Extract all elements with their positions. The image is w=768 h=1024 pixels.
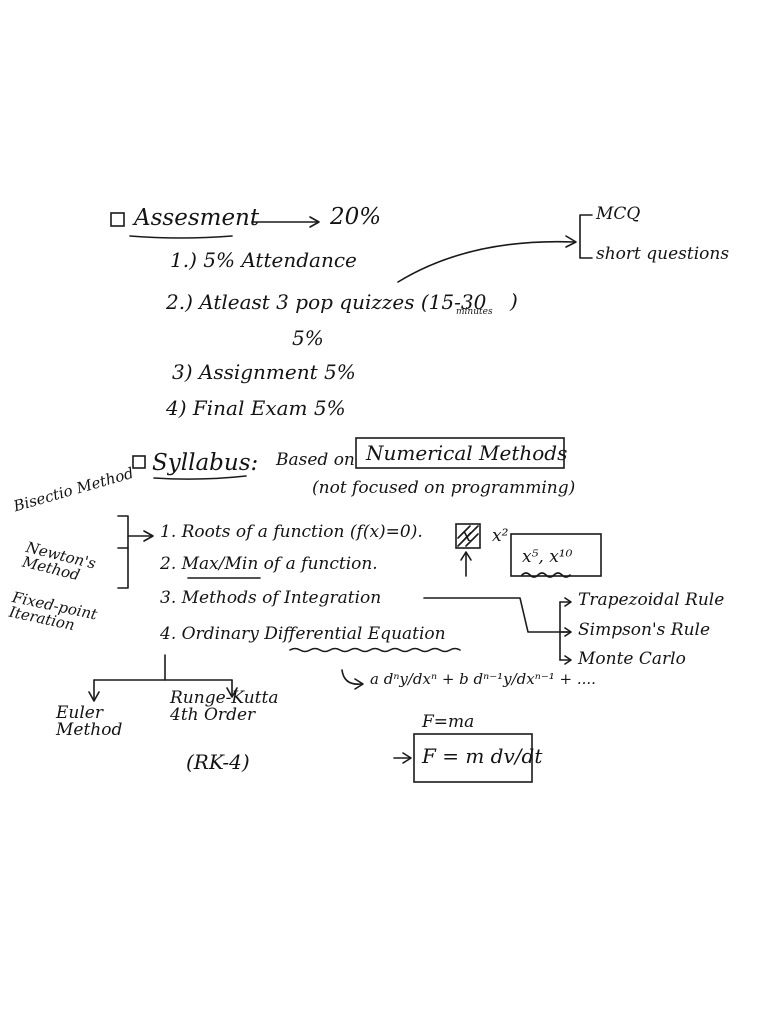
example-x: x: [462, 526, 472, 546]
assessment-quizzes-unit: minutes: [456, 307, 493, 317]
example-powers: x⁵, x¹⁰: [522, 547, 573, 567]
assessment-item-attendance: 1.) 5% Attendance: [170, 248, 357, 272]
quiz-type-short: short questions: [596, 244, 730, 264]
newton-short: F=ma: [422, 712, 475, 732]
topic-max-min: 2. Max/Min of a function.: [160, 554, 378, 574]
topic-integration: 3. Methods of Integration: [160, 588, 382, 608]
quiz-type-mcq: MCQ: [596, 204, 641, 224]
paren-close: ): [510, 289, 518, 313]
ode-expression: a dⁿy/dxⁿ + b dⁿ⁻¹y/dxⁿ⁻¹ + ....: [370, 670, 596, 688]
integration-simpson: Simpson's Rule: [578, 620, 711, 640]
ode-method-rk4: (RK-4): [186, 750, 250, 774]
assessment-heading: Assesment: [134, 205, 260, 231]
example-x-squared: x²: [492, 526, 509, 546]
ode-method-euler: Euler Method: [56, 703, 123, 740]
integration-trapezoidal: Trapezoidal Rule: [578, 590, 725, 610]
ode-method-runge-kutta: Runge-Kutta 4th Order: [170, 688, 279, 725]
newton-full: F = m dv/dt: [422, 744, 543, 768]
syllabus-note: (not focused on programming): [312, 478, 576, 498]
assessment-item-quizzes: 2.) Atleast 3 pop quizzes (15-30: [166, 290, 487, 314]
integration-monte-carlo: Monte Carlo: [578, 649, 686, 669]
syllabus-heading: Syllabus:: [152, 450, 259, 476]
topic-ode: 4. Ordinary Differential Equation: [160, 624, 446, 644]
assessment-item-final: 4) Final Exam 5%: [166, 396, 346, 420]
assessment-total: 20%: [330, 204, 382, 230]
assessment-item-assignment: 3) Assignment 5%: [172, 360, 356, 384]
syllabus-based-on: Based on: [276, 450, 355, 470]
syllabus-book: Numerical Methods: [366, 441, 568, 465]
assessment-quizzes-weight: 5%: [292, 326, 324, 350]
topic-roots: 1. Roots of a function (f(x)=0).: [160, 522, 423, 542]
